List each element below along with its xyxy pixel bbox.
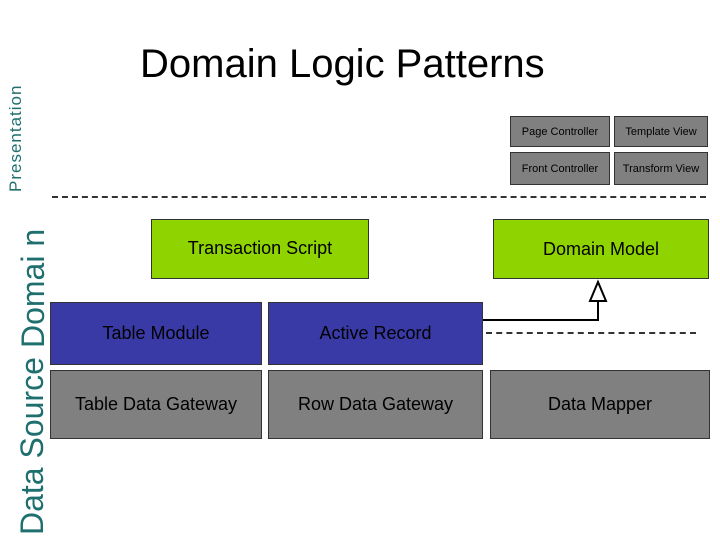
template-view-label: Template View [625,125,697,138]
inheritance-arrow [482,279,608,321]
domain-datasource-separator [486,332,696,334]
table-module-box: Table Module [50,302,262,365]
domain-layer-label: Domai n [15,228,51,348]
data-mapper-box: Data Mapper [490,370,710,439]
data-source-layer-label: Data Source [14,357,50,535]
row-data-gateway-label: Row Data Gateway [297,394,454,414]
data-mapper-label: Data Mapper [547,394,653,414]
inheritance-arrow-head [588,279,608,302]
presentation-domain-separator [52,196,706,198]
page-controller-box: Page Controller [510,116,610,147]
transaction-script-box: Transaction Script [151,219,369,279]
domain-model-box: Domain Model [493,219,709,279]
transform-view-label: Transform View [622,162,700,175]
template-view-box: Template View [614,116,708,147]
domain-layer-text: Domai n [15,228,51,348]
domain-model-label: Domain Model [542,238,660,259]
active-record-label: Active Record [319,323,432,343]
row-data-gateway-box: Row Data Gateway [268,370,483,439]
inheritance-arrow-line [482,301,599,321]
table-module-label: Table Module [102,323,210,343]
active-record-box: Active Record [268,302,483,365]
page-title: Domain Logic Patterns [140,42,545,86]
presentation-layer-label: Presentation [6,84,25,192]
transaction-script-label: Transaction Script [187,238,333,258]
table-data-gateway-label: Table Data Gateway [74,394,238,414]
front-controller-box: Front Controller [510,152,610,185]
front-controller-label: Front Controller [521,162,599,175]
page-controller-label: Page Controller [521,125,599,138]
transform-view-box: Transform View [614,152,708,185]
table-data-gateway-box: Table Data Gateway [50,370,262,439]
